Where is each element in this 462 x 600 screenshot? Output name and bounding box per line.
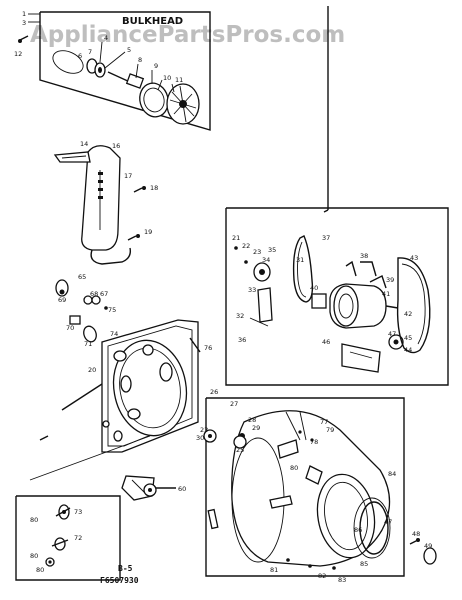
svg-text:74: 74 [110, 330, 118, 338]
svg-text:80: 80 [36, 566, 44, 574]
front-bulkhead-panel: 65 68 67 69 70 71 74 75 76 20 [29, 273, 212, 481]
svg-text:26: 26 [210, 388, 218, 396]
svg-text:81: 81 [270, 566, 278, 574]
svg-text:80: 80 [30, 516, 38, 524]
svg-text:48: 48 [412, 530, 420, 538]
svg-text:36: 36 [238, 336, 246, 344]
svg-text:35: 35 [268, 246, 276, 254]
svg-text:33: 33 [248, 286, 256, 294]
svg-text:43: 43 [410, 254, 418, 262]
svg-text:39: 39 [386, 276, 394, 284]
svg-text:49: 49 [424, 542, 432, 550]
svg-text:73: 73 [74, 508, 82, 516]
motor-drive-box: 21 22 23 35 34 33 32 36 37 38 39 40 41 4… [225, 207, 449, 386]
svg-text:79: 79 [326, 426, 334, 434]
svg-text:80: 80 [290, 464, 298, 472]
svg-text:9: 9 [154, 62, 158, 70]
svg-text:76: 76 [204, 344, 212, 352]
svg-text:20: 20 [88, 366, 96, 374]
svg-text:29: 29 [252, 424, 260, 432]
svg-text:18: 18 [150, 184, 158, 192]
svg-text:75: 75 [108, 306, 116, 314]
svg-text:6: 6 [78, 52, 82, 60]
svg-text:25: 25 [236, 446, 244, 454]
svg-text:14: 14 [80, 140, 88, 148]
svg-text:10: 10 [163, 74, 171, 82]
svg-text:41: 41 [382, 290, 390, 298]
svg-text:12: 12 [14, 50, 22, 58]
svg-text:67: 67 [100, 290, 108, 298]
svg-text:47: 47 [388, 330, 396, 338]
svg-text:78: 78 [310, 438, 318, 446]
svg-text:34: 34 [262, 256, 270, 264]
svg-text:42: 42 [404, 310, 412, 318]
svg-text:65: 65 [78, 273, 86, 281]
exhaust-duct: 14 17 18 19 16 [53, 140, 158, 265]
page-code: B-5 [118, 564, 133, 573]
svg-text:3: 3 [22, 19, 26, 27]
svg-text:47: 47 [384, 518, 392, 526]
thermal-fuse: 60 [121, 475, 186, 501]
svg-text:40: 40 [310, 284, 318, 292]
svg-text:30: 30 [196, 434, 204, 442]
hardware-box: 80 73 72 80 80 [15, 495, 121, 581]
svg-text:37: 37 [322, 234, 330, 242]
bulkhead-title: BULKHEAD [122, 16, 183, 27]
svg-text:85: 85 [360, 560, 368, 568]
svg-text:8: 8 [138, 56, 142, 64]
svg-text:82: 82 [318, 572, 326, 580]
svg-text:11: 11 [175, 76, 183, 84]
svg-text:23: 23 [200, 426, 208, 434]
svg-text:7: 7 [88, 48, 92, 56]
svg-text:27: 27 [230, 400, 238, 408]
svg-text:80: 80 [30, 552, 38, 560]
svg-text:71: 71 [84, 340, 92, 348]
svg-text:32: 32 [236, 312, 244, 320]
svg-text:70: 70 [66, 324, 74, 332]
svg-text:4: 4 [104, 34, 108, 42]
svg-text:31: 31 [296, 256, 304, 264]
svg-text:72: 72 [74, 534, 82, 542]
drum-assembly: 27 28 29 25 30 23 26 77 78 79 80 47 86 8… [196, 388, 405, 584]
svg-text:84: 84 [388, 470, 396, 478]
bulkhead-assembly: BULKHEAD [14, 10, 211, 131]
rear-seal-parts: 48 49 [409, 530, 437, 565]
svg-text:17: 17 [124, 172, 132, 180]
svg-text:23: 23 [253, 248, 261, 256]
svg-text:5: 5 [127, 46, 131, 54]
part-number: F6507930 [100, 576, 139, 585]
svg-text:45: 45 [404, 334, 412, 342]
svg-text:19: 19 [144, 228, 152, 236]
svg-text:38: 38 [360, 252, 368, 260]
svg-text:21: 21 [232, 234, 240, 242]
watermark-text: AppliancePartsPros.com [30, 22, 345, 48]
svg-text:69: 69 [58, 296, 66, 304]
svg-text:44: 44 [404, 346, 412, 354]
svg-text:16: 16 [112, 142, 120, 150]
svg-text:1: 1 [22, 10, 26, 18]
svg-text:28: 28 [248, 416, 256, 424]
svg-text:22: 22 [242, 242, 250, 250]
svg-text:83: 83 [338, 576, 346, 584]
svg-text:68: 68 [90, 290, 98, 298]
svg-text:46: 46 [322, 338, 330, 346]
svg-text:86: 86 [354, 526, 362, 534]
svg-text:77: 77 [320, 418, 328, 426]
svg-text:60: 60 [178, 485, 186, 493]
